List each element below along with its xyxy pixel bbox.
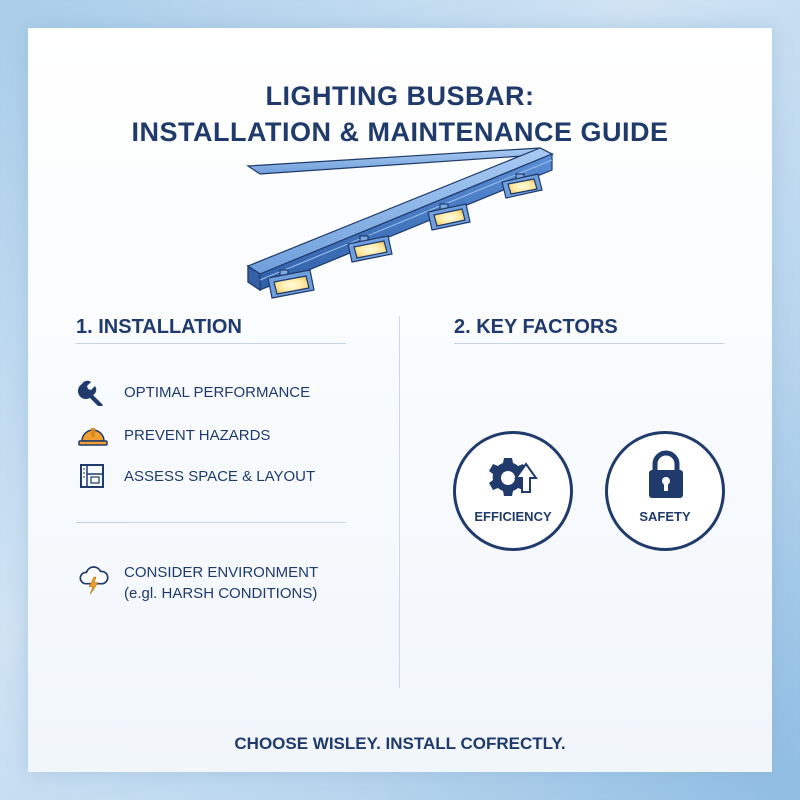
safety-badge: SAFETY	[605, 431, 725, 551]
guide-card: LIGHTING BUSBAR: INSTALLATION & MAINTENA…	[28, 28, 772, 772]
item-label: OPTIMAL PERFORMANCE	[124, 383, 311, 401]
key-factors-divider	[454, 343, 724, 344]
installation-divider	[76, 343, 346, 344]
wrench-icon	[78, 378, 110, 406]
installation-divider-2	[76, 522, 346, 523]
list-item-prevent-hazards: PREVENT HAZARDS	[78, 421, 270, 449]
badge-label: EFFICIENCY	[474, 509, 552, 524]
list-item-environment: CONSIDER ENVIRONMENT (e.gl. HARSH CONDIT…	[78, 562, 318, 604]
busbar-illustration	[246, 147, 555, 299]
item-label: ASSESS SPACE & LAYOUT	[124, 467, 316, 485]
badge-label: SAFETY	[639, 509, 691, 524]
column-divider	[399, 316, 400, 688]
title-line-1: LIGHTING BUSBAR:	[265, 81, 535, 111]
padlock-icon	[649, 450, 683, 498]
list-item-optimal-performance: OPTIMAL PERFORMANCE	[78, 378, 310, 406]
efficiency-badge: EFFICIENCY	[453, 431, 573, 551]
environment-line-1: CONSIDER ENVIRONMENT	[124, 564, 319, 581]
footer-tagline: CHOOSE WISLEY. INSTALL COFRECTLY.	[234, 734, 566, 753]
environment-line-2: (e.gl. HARSH CONDITIONS)	[124, 585, 318, 602]
installation-heading: 1. INSTALLATION	[76, 316, 242, 338]
page-title: LIGHTING BUSBAR: INSTALLATION & MAINTENA…	[28, 78, 772, 150]
title-line-2: INSTALLATION & MAINTENANCE GUIDE	[131, 117, 669, 147]
list-item-assess-space: ASSESS SPACE & LAYOUT	[78, 462, 315, 490]
item-label: PREVENT HAZARDS	[124, 426, 271, 444]
hard-hat-icon	[78, 421, 110, 449]
gear-arrow-icon	[489, 458, 538, 496]
storm-cloud-icon	[78, 562, 110, 596]
floor-plan-icon	[78, 462, 110, 490]
key-factors-heading: 2. KEY FACTORS	[454, 316, 618, 338]
